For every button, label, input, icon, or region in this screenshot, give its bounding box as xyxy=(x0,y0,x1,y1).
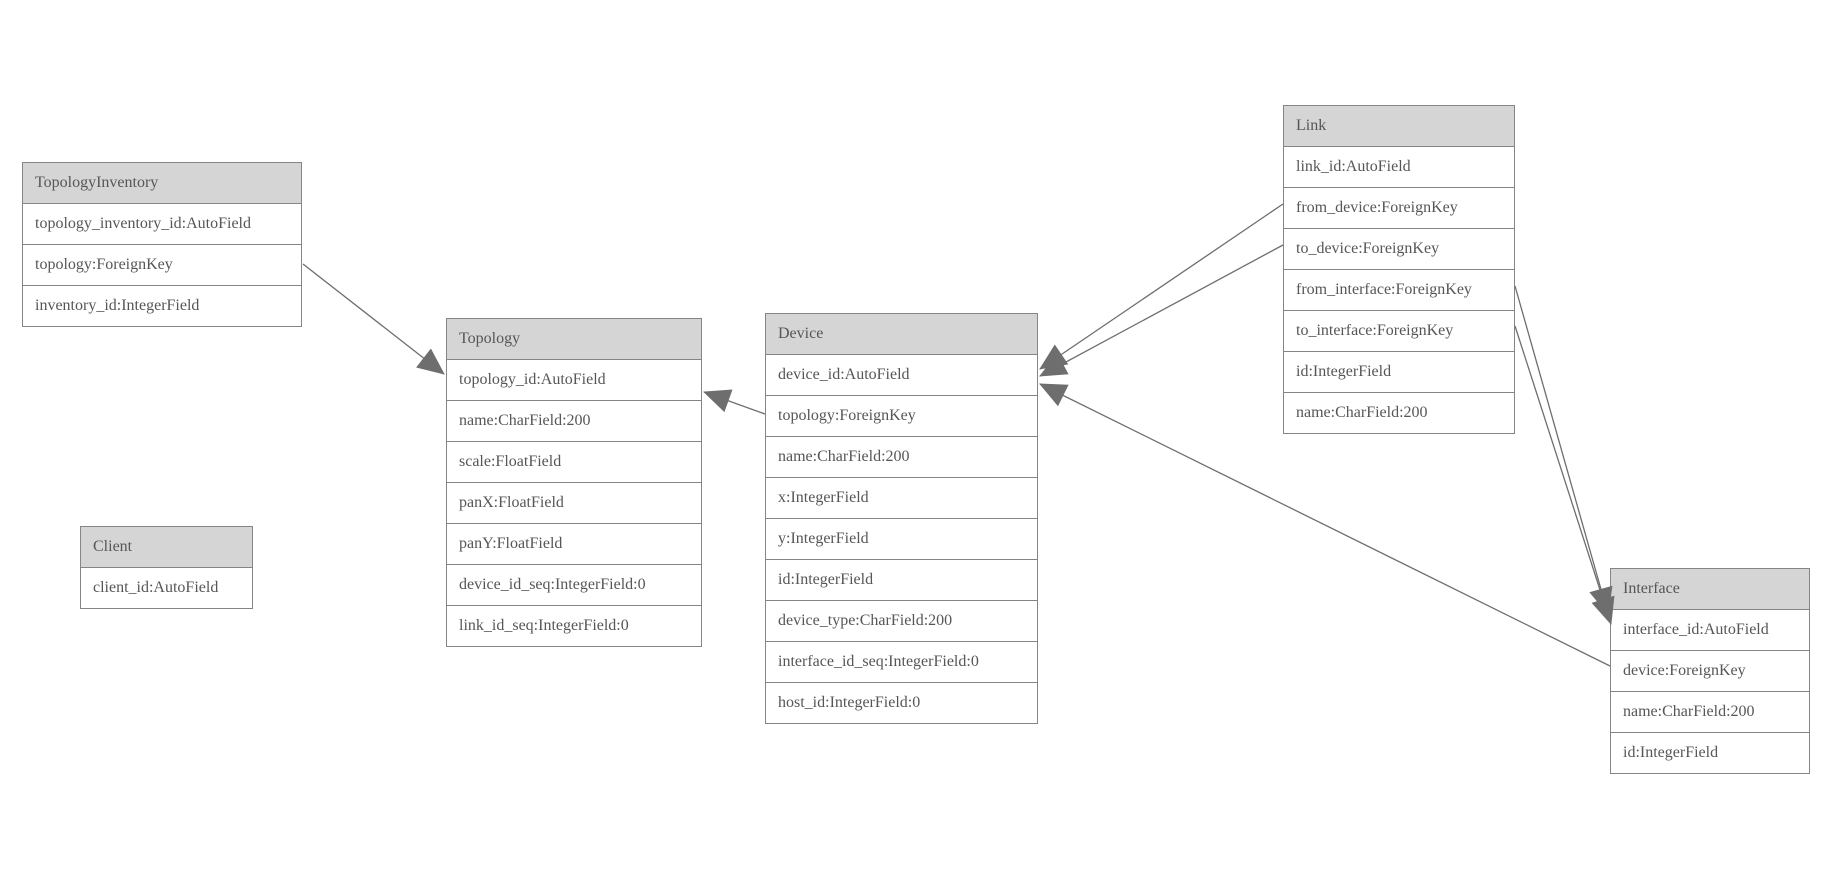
entity-field-row: to_interface:ForeignKey xyxy=(1284,311,1514,352)
entity-field-row: x:IntegerField xyxy=(766,478,1037,519)
relation-link-from-device-to-device xyxy=(1039,203,1284,370)
entity-field-row: link_id_seq:IntegerField:0 xyxy=(447,606,701,646)
entity-title-link: Link xyxy=(1284,106,1514,147)
entity-field-row: device_id:AutoField xyxy=(766,355,1037,396)
entity-field-row: name:CharField:200 xyxy=(1611,692,1809,733)
entity-field-row: client_id:AutoField xyxy=(81,568,252,608)
entity-title-interface: Interface xyxy=(1611,569,1809,610)
entity-field-row: name:CharField:200 xyxy=(1284,393,1514,433)
entity-field-row: from_interface:ForeignKey xyxy=(1284,270,1514,311)
entity-field-row: inventory_id:IntegerField xyxy=(23,286,301,326)
entity-field-row: host_id:IntegerField:0 xyxy=(766,683,1037,723)
relation-topologyinventory-topology-to-topology xyxy=(302,263,445,375)
entity-title-device: Device xyxy=(766,314,1037,355)
entity-field-row: id:IntegerField xyxy=(1284,352,1514,393)
entity-field-row: name:CharField:200 xyxy=(447,401,701,442)
entity-field-row: scale:FloatField xyxy=(447,442,701,483)
entity-field-row: id:IntegerField xyxy=(766,560,1037,601)
entity-field-row: name:CharField:200 xyxy=(766,437,1037,478)
entity-field-row: device:ForeignKey xyxy=(1611,651,1809,692)
entity-field-row: device_type:CharField:200 xyxy=(766,601,1037,642)
entity-field-row: device_id_seq:IntegerField:0 xyxy=(447,565,701,606)
entity-field-row: topology_inventory_id:AutoField xyxy=(23,204,301,245)
entity-title-topology: Topology xyxy=(447,319,701,360)
entity-field-row: y:IntegerField xyxy=(766,519,1037,560)
entity-field-row: id:IntegerField xyxy=(1611,733,1809,773)
relation-link-to-device-to-device xyxy=(1039,244,1284,377)
entity-field-row: from_device:ForeignKey xyxy=(1284,188,1514,229)
entity-field-row: to_device:ForeignKey xyxy=(1284,229,1514,270)
entity-field-row: panX:FloatField xyxy=(447,483,701,524)
entity-title-topology-inventory: TopologyInventory xyxy=(23,163,301,204)
entity-field-row: topology:ForeignKey xyxy=(766,396,1037,437)
relation-link-to-interface-to-interface xyxy=(1514,325,1615,625)
relation-link-from-interface-to-interface xyxy=(1514,285,1613,615)
entity-field-row: panY:FloatField xyxy=(447,524,701,565)
entity-field-row: interface_id:AutoField xyxy=(1611,610,1809,651)
entity-field-row: topology:ForeignKey xyxy=(23,245,301,286)
entity-field-row: interface_id_seq:IntegerField:0 xyxy=(766,642,1037,683)
entity-field-row: link_id:AutoField xyxy=(1284,147,1514,188)
entity-field-row: topology_id:AutoField xyxy=(447,360,701,401)
relation-device-topology-to-topology xyxy=(703,389,766,415)
entity-title-client: Client xyxy=(81,527,252,568)
